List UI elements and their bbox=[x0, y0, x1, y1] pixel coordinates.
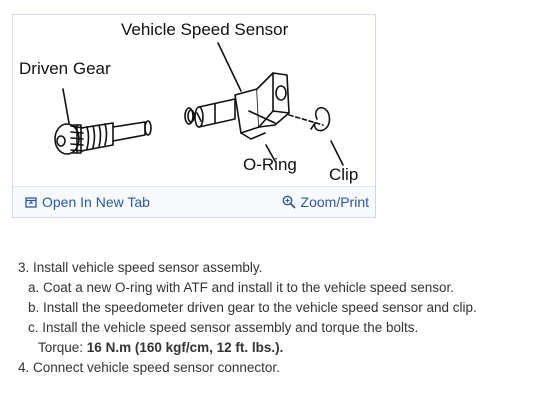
figure-footer: Open In New Tab Zoom/Print bbox=[13, 186, 375, 217]
step-3b: b. Install the speedometer driven gear t… bbox=[28, 300, 477, 315]
zoom-print-link[interactable]: Zoom/Print bbox=[282, 194, 369, 210]
figure-card: Vehicle Speed Sensor Driven Gear O-Ring … bbox=[12, 14, 376, 218]
install-instructions: 3. Install vehicle speed sensor assembly… bbox=[18, 258, 534, 378]
step-3: 3. Install vehicle speed sensor assembly… bbox=[18, 260, 263, 275]
step-4: 4. Connect vehicle speed sensor connecto… bbox=[18, 360, 280, 375]
open-in-new-tab-label: Open In New Tab bbox=[42, 194, 150, 210]
torque-value: 16 N.m (160 kgf/cm, 12 ft. lbs.). bbox=[86, 340, 284, 355]
zoom-magnifier-icon bbox=[282, 195, 295, 209]
zoom-print-label: Zoom/Print bbox=[300, 194, 369, 210]
step-3c: c. Install the vehicle speed sensor asse… bbox=[28, 320, 419, 335]
label-o-ring: O-Ring bbox=[243, 155, 297, 174]
label-clip: Clip bbox=[329, 165, 359, 184]
step-3a: a. Coat a new O-ring with ATF and instal… bbox=[28, 280, 454, 295]
torque-spec: Torque: 16 N.m (160 kgf/cm, 12 ft. lbs.)… bbox=[18, 338, 534, 358]
label-driven-gear: Driven Gear bbox=[19, 59, 111, 78]
torque-label: Torque: bbox=[38, 340, 84, 355]
open-in-new-tab-link[interactable]: Open In New Tab bbox=[25, 194, 150, 210]
sensor-illustration bbox=[54, 42, 344, 166]
open-in-new-tab-icon bbox=[25, 197, 37, 208]
figure-title: Vehicle Speed Sensor bbox=[121, 20, 289, 39]
